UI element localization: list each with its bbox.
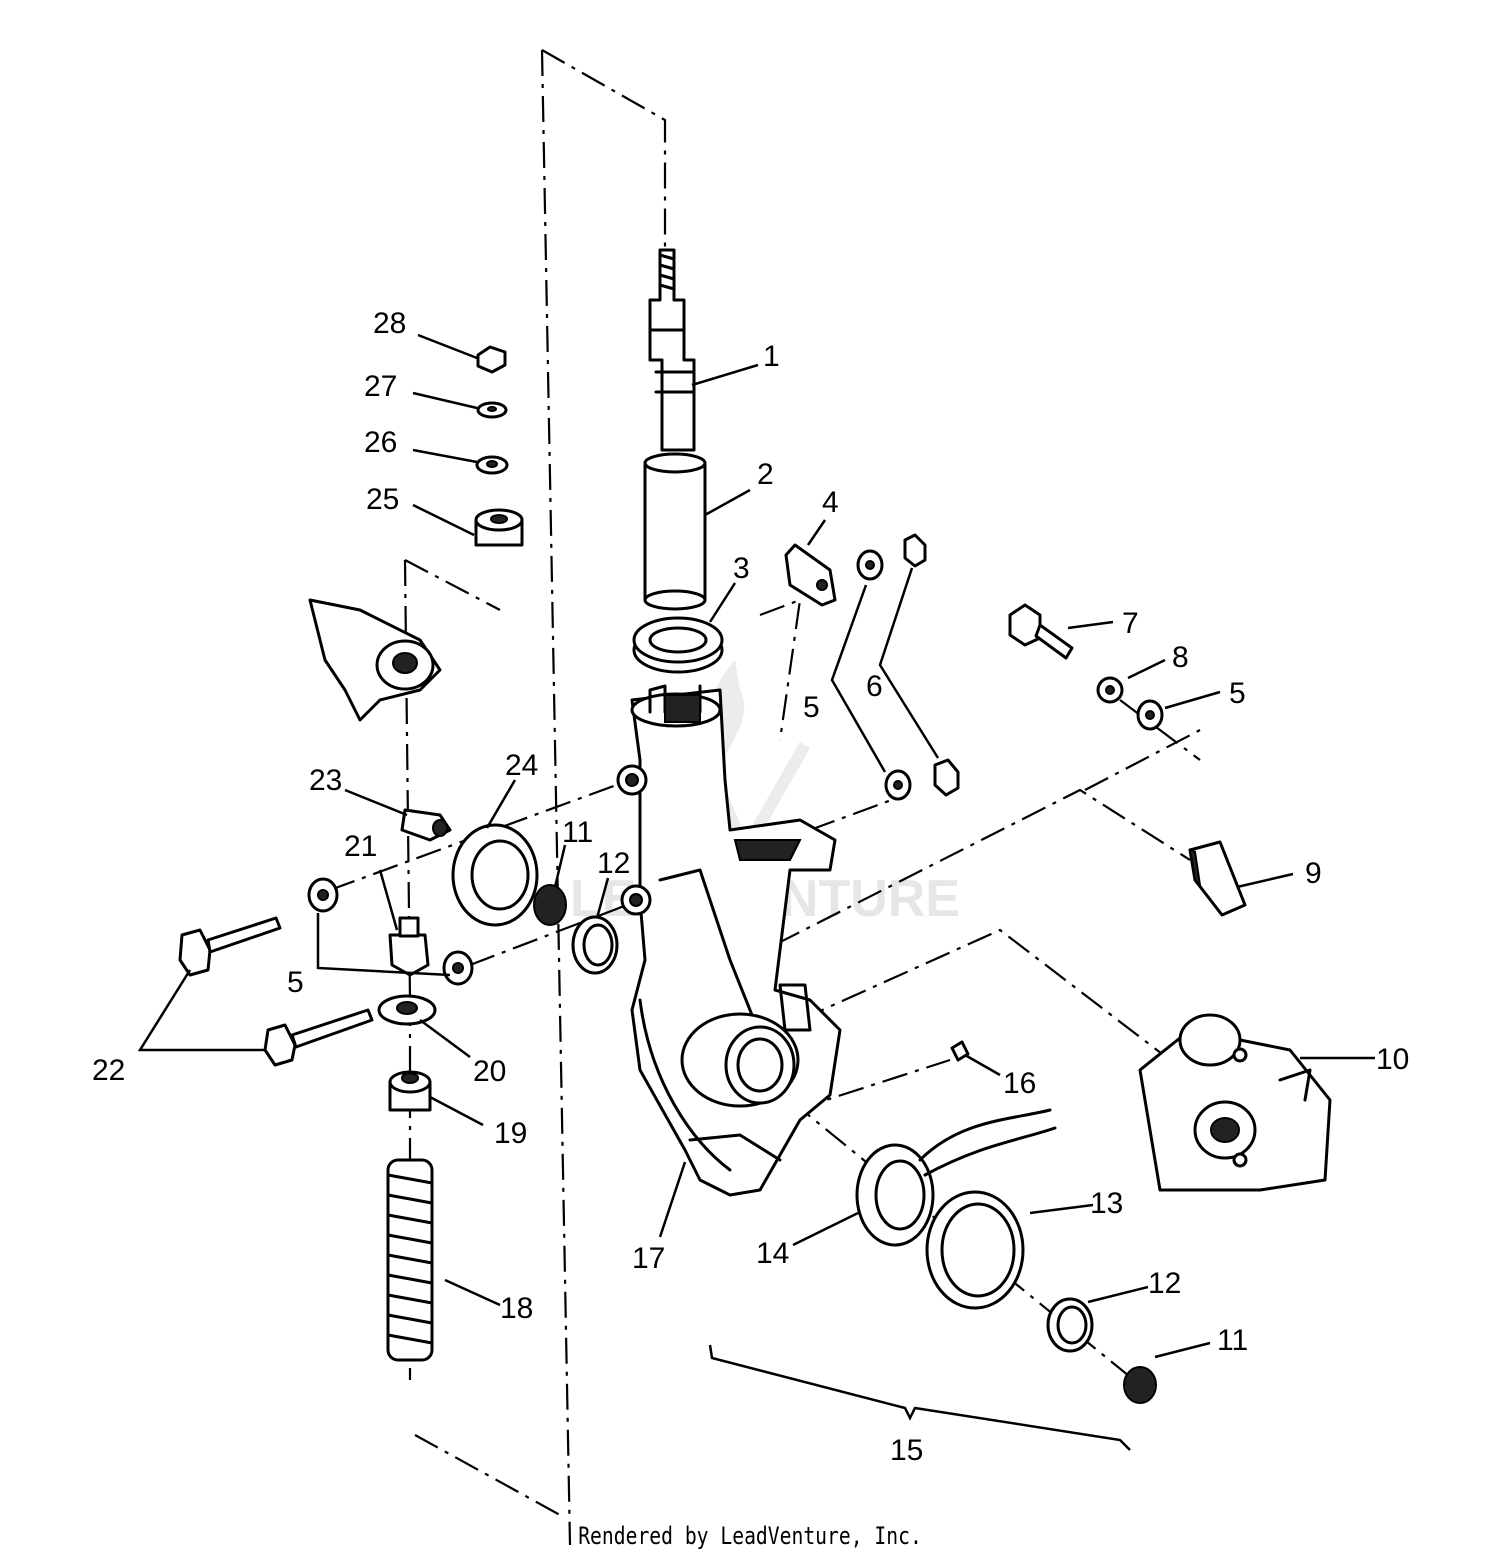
callout-23: 23 [309, 764, 342, 797]
callout-17: 17 [632, 1242, 665, 1275]
footer-credit: Rendered by LeadVenture, Inc. [578, 1522, 922, 1550]
callout-3: 3 [733, 552, 750, 585]
part-strut-housing [616, 684, 842, 1197]
callout-4: 4 [822, 486, 839, 519]
part-clip [784, 543, 837, 607]
callout-12-right: 12 [1148, 1267, 1181, 1300]
part-pad [1188, 840, 1247, 917]
callout-15: 15 [890, 1434, 923, 1467]
part-races [855, 1143, 1025, 1310]
part-spring [386, 1158, 434, 1362]
callout-25: 25 [366, 483, 399, 516]
part-mounts [377, 916, 437, 1112]
callout-11-left: 11 [562, 816, 593, 849]
callout-27: 27 [364, 370, 397, 403]
part-bushing [632, 616, 724, 674]
callout-14: 14 [756, 1237, 789, 1270]
callout-1: 1 [763, 340, 780, 373]
callout-18: 18 [500, 1292, 533, 1325]
callout-5-left: 5 [287, 966, 304, 999]
part-upper-bracket [308, 598, 442, 722]
part-bushing-seal [400, 808, 539, 927]
callout-24: 24 [505, 749, 538, 782]
callout-16: 16 [1003, 1067, 1036, 1100]
part-washers [307, 549, 1164, 986]
callout-7: 7 [1122, 607, 1139, 640]
callout-10: 10 [1376, 1043, 1409, 1076]
part-bolt-7 [1008, 603, 1124, 704]
callout-28: 28 [373, 307, 406, 340]
callout-26: 26 [364, 426, 397, 459]
callout-9: 9 [1305, 857, 1322, 890]
callout-6: 6 [866, 670, 883, 703]
part-tube [643, 452, 707, 611]
part-stack-top [474, 345, 524, 547]
callout-13: 13 [1090, 1187, 1123, 1220]
callout-21: 21 [344, 830, 377, 863]
callout-2: 2 [757, 458, 774, 491]
part-spacer-rings [571, 915, 1094, 1353]
callout-22: 22 [92, 1054, 125, 1087]
callout-19: 19 [494, 1117, 527, 1150]
part-nuts [903, 533, 960, 797]
leader-lines [137, 333, 1375, 1451]
callout-12-left: 12 [597, 847, 630, 880]
callout-8: 8 [1172, 641, 1189, 674]
part-bolts-22 [178, 916, 374, 1067]
callout-5-upper: 5 [803, 691, 820, 724]
callout-11-right: 11 [1217, 1324, 1248, 1357]
part-caliper [1138, 1013, 1332, 1192]
part-needle-bearing [533, 884, 1157, 1404]
part-bleeder [918, 1040, 1057, 1177]
callout-labels: 1 2 3 4 5 6 7 8 5 9 10 11 12 13 12 11 14… [92, 307, 1409, 1467]
callout-20: 20 [473, 1055, 506, 1088]
callout-5-right: 5 [1229, 677, 1246, 710]
part-shaft [648, 248, 696, 452]
